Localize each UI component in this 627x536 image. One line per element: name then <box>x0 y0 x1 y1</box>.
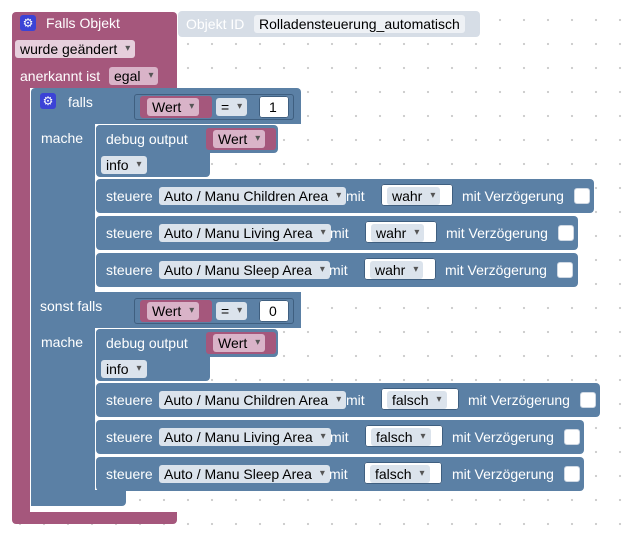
boolean-dropdown[interactable]: wahr <box>371 224 425 242</box>
variable-dropdown[interactable]: Wert <box>213 334 266 352</box>
boolean-dropdown[interactable]: falsch <box>370 465 430 483</box>
delay-checkbox[interactable] <box>558 225 574 241</box>
object-id-label: Objekt ID <box>186 16 245 32</box>
control-verb: steuere <box>106 225 153 241</box>
log-level-dropdown[interactable]: info <box>101 156 147 174</box>
boolean-dropdown[interactable]: wahr <box>370 261 424 279</box>
trigger-spine <box>12 86 30 516</box>
variable-dropdown[interactable]: Wert <box>147 302 200 320</box>
object-id-field[interactable]: Rolladensteuerung_automatisch <box>254 15 465 33</box>
change-dropdown[interactable]: wurde geändert <box>15 40 136 58</box>
control-verb: steuere <box>106 392 153 408</box>
control-target-dropdown[interactable]: Auto / Manu Children Area <box>159 187 347 205</box>
delay-label: mit Verzögerung <box>445 262 547 278</box>
control-target-dropdown[interactable]: Auto / Manu Children Area <box>159 391 347 409</box>
gear-icon[interactable]: ⚙ <box>40 93 56 109</box>
control-mit: mit <box>329 262 348 278</box>
operator-dropdown[interactable]: = <box>216 98 248 116</box>
control-mit: mit <box>329 466 348 482</box>
control-target-dropdown[interactable]: Auto / Manu Sleep Area <box>159 465 330 483</box>
control-target-dropdown[interactable]: Auto / Manu Living Area <box>159 428 331 446</box>
control-target-dropdown[interactable]: Auto / Manu Living Area <box>159 224 331 242</box>
control-verb: steuere <box>106 429 153 445</box>
delay-checkbox[interactable] <box>564 429 580 445</box>
delay-checkbox[interactable] <box>574 188 590 204</box>
ack-dropdown[interactable]: egal <box>109 67 159 85</box>
ack-label: anerkannt ist <box>20 68 101 84</box>
delay-label: mit Verzögerung <box>462 188 564 204</box>
delay-label: mit Verzögerung <box>446 225 548 241</box>
control-mit: mit <box>346 392 365 408</box>
number-field[interactable]: 1 <box>264 98 282 116</box>
log-level-dropdown[interactable]: info <box>101 360 147 378</box>
mache-label: mache <box>41 334 84 350</box>
debug-output-label: debug output <box>106 131 188 147</box>
variable-dropdown[interactable]: Wert <box>147 98 200 116</box>
falls-label: falls <box>68 94 93 110</box>
trigger-title: Falls Objekt <box>46 15 120 31</box>
control-mit: mit <box>330 225 349 241</box>
variable-dropdown[interactable]: Wert <box>213 130 266 148</box>
delay-checkbox[interactable] <box>564 466 580 482</box>
delay-label: mit Verzögerung <box>452 429 554 445</box>
debug-output-label: debug output <box>106 335 188 351</box>
number-field[interactable]: 0 <box>264 302 282 320</box>
delay-checkbox[interactable] <box>557 262 573 278</box>
boolean-dropdown[interactable]: falsch <box>371 428 431 446</box>
control-target-dropdown[interactable]: Auto / Manu Sleep Area <box>159 261 330 279</box>
if-block-footer <box>31 490 126 506</box>
control-verb: steuere <box>106 466 153 482</box>
mache-label: mache <box>41 130 84 146</box>
delay-checkbox[interactable] <box>580 392 596 408</box>
operator-dropdown[interactable]: = <box>216 302 248 320</box>
boolean-dropdown[interactable]: falsch <box>387 391 447 409</box>
control-verb: steuere <box>106 188 153 204</box>
boolean-dropdown[interactable]: wahr <box>387 187 441 205</box>
delay-label: mit Verzögerung <box>468 392 570 408</box>
control-mit: mit <box>346 188 365 204</box>
gear-icon[interactable]: ⚙ <box>20 15 36 31</box>
control-verb: steuere <box>106 262 153 278</box>
trigger-footer <box>12 512 177 524</box>
sonst-falls-label: sonst falls <box>40 298 103 314</box>
delay-label: mit Verzögerung <box>452 466 554 482</box>
control-mit: mit <box>330 429 349 445</box>
